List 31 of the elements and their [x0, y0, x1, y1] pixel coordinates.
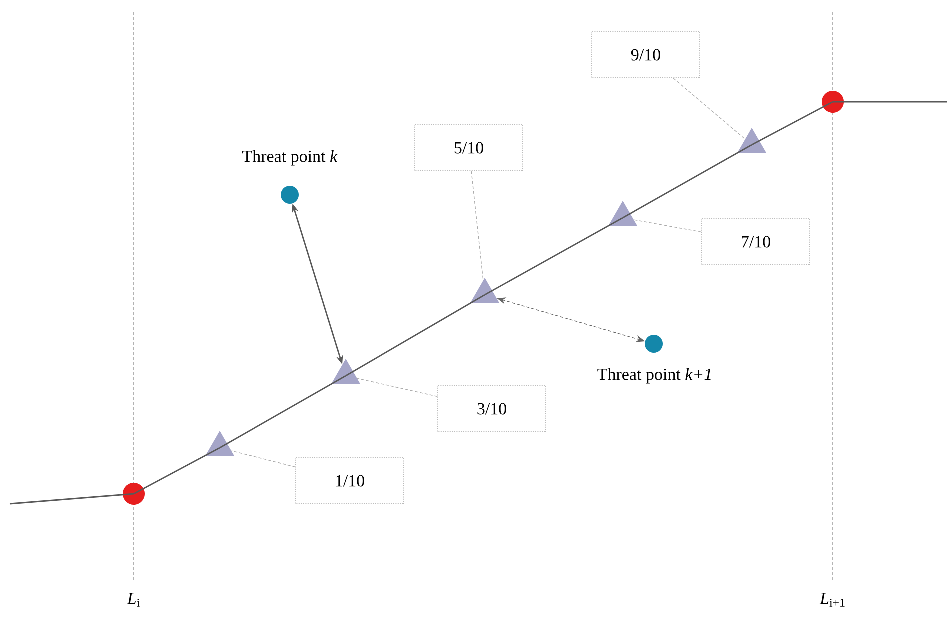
route-line	[220, 375, 346, 449]
route-line	[622, 144, 752, 219]
fraction-box: 9/10	[592, 32, 700, 78]
route-line	[10, 493, 134, 505]
route-line	[134, 447, 220, 495]
route-line	[752, 101, 834, 146]
line-label: L$_{i+1}$	[820, 593, 845, 607]
leader-line	[231, 450, 296, 468]
fraction-box: 1/10	[296, 458, 404, 504]
triangle-marker	[331, 359, 361, 384]
point-marker	[645, 335, 663, 353]
triangle-marker	[608, 201, 638, 226]
leader-line	[673, 78, 746, 140]
route-line	[833, 101, 947, 103]
triangle-marker	[205, 431, 235, 456]
point-marker	[123, 483, 145, 505]
point-label: Threat point k	[242, 150, 338, 166]
leader-line	[471, 171, 484, 281]
route-line	[346, 294, 486, 377]
point-marker	[281, 186, 299, 204]
point-label: Threat point k+1	[598, 368, 711, 384]
fraction-box: 5/10	[414, 124, 524, 172]
fraction-box: 3/10	[438, 386, 546, 432]
triangle-marker	[470, 278, 500, 304]
line-label: L$_{i}$	[127, 593, 140, 607]
fraction-box: 7/10	[702, 218, 810, 266]
route-line	[484, 217, 624, 296]
triangle-marker	[737, 128, 767, 154]
leader-line	[634, 220, 702, 233]
leader-line	[357, 378, 438, 398]
point-marker	[822, 91, 844, 113]
